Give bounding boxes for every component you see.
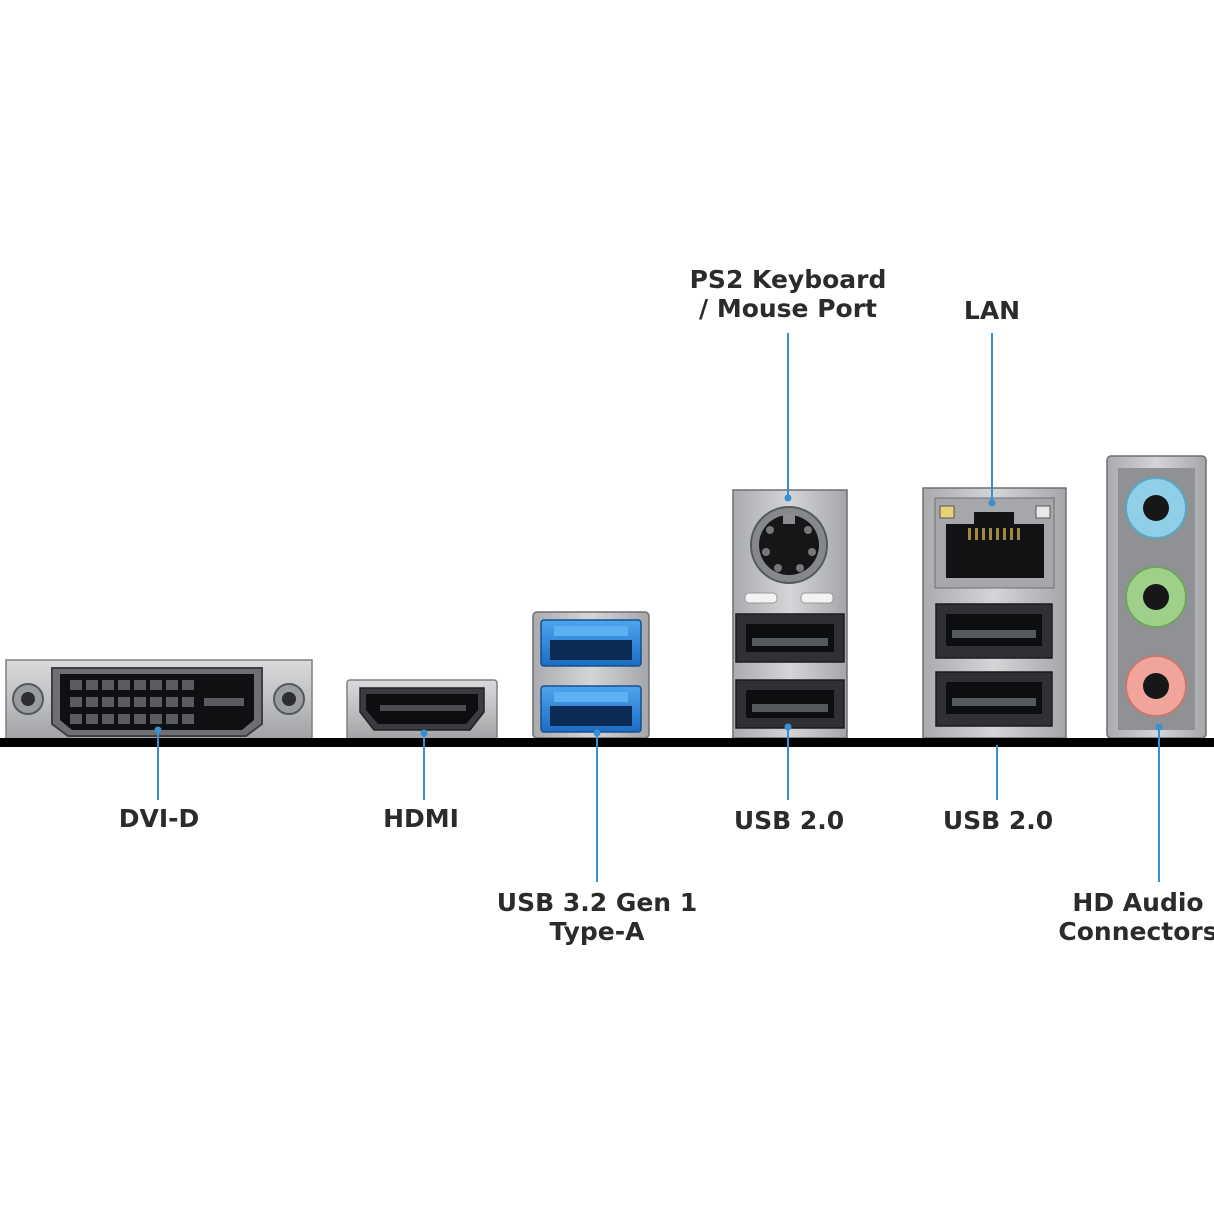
label-hdmi: HDMI (383, 804, 459, 833)
label-dvi-d: DVI-D (118, 804, 200, 833)
dvi-d-port (5, 659, 313, 741)
dvi-pins (70, 680, 244, 724)
label-audio: HD Audio Connectors (1058, 888, 1214, 946)
leader-lines (157, 333, 1160, 882)
hd-audio-jacks (1106, 455, 1207, 739)
hdmi-port (346, 679, 498, 741)
label-usb3: USB 3.2 Gen 1 Type-A (496, 888, 698, 946)
ps2-usb2-port-stack (732, 489, 848, 739)
label-lan: LAN (963, 296, 1021, 325)
label-usb2-left: USB 2.0 (733, 806, 845, 835)
lan-usb2-port-stack (922, 487, 1067, 739)
leader-dots (154, 494, 1163, 737)
label-usb2-right: USB 2.0 (942, 806, 1054, 835)
label-ps2: PS2 Keyboard / Mouse Port (689, 265, 887, 323)
usb3-port-stack (532, 611, 650, 739)
chassis-baseline (0, 738, 1214, 747)
